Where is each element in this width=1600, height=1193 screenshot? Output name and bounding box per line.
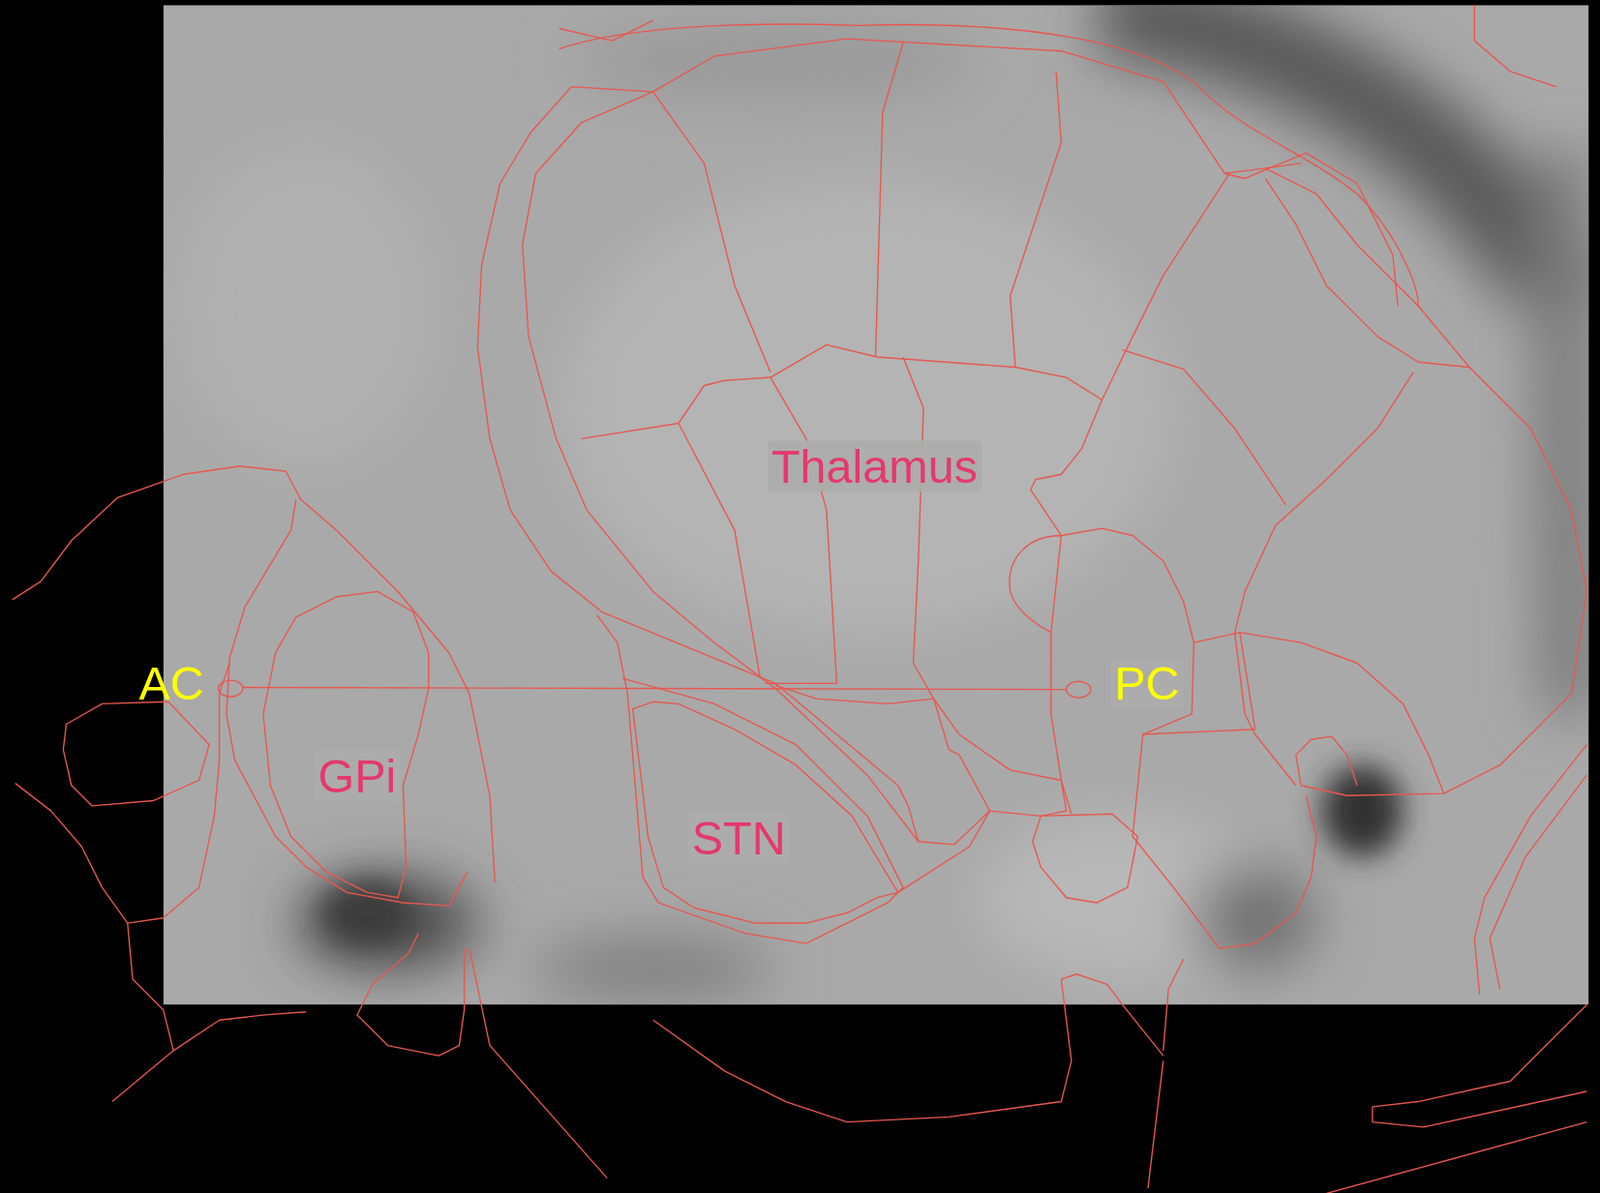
landmark-label: AC [134,658,209,710]
mri-slice [163,4,1590,1005]
landmark-label: PC [1110,658,1184,710]
region-label: Thalamus [767,440,982,492]
atlas-outlines [12,4,1588,1193]
region-label: STN [688,813,790,865]
region-label: GPi [313,751,400,803]
